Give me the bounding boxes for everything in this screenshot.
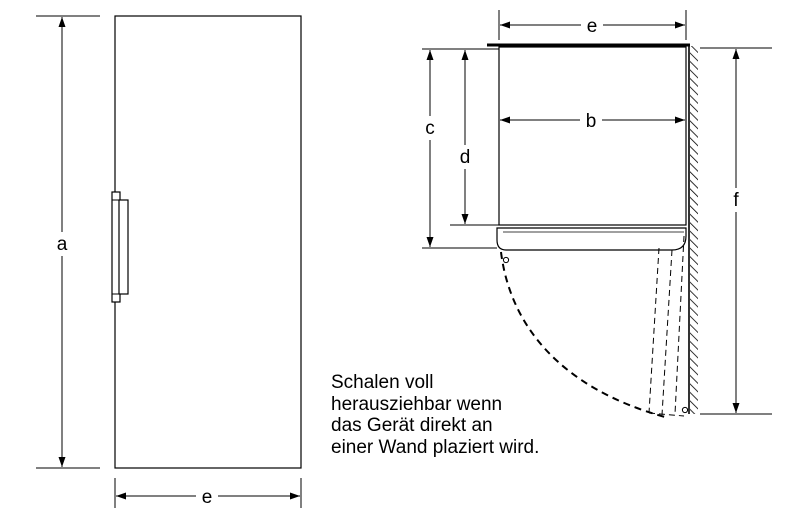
note-line-4: einer Wand plaziert wird. [331, 436, 540, 458]
note-line-1: Schalen voll [331, 372, 434, 393]
door-handle [111, 191, 129, 303]
door-swing-arc [500, 251, 666, 418]
note-line-3: das Gerät direkt an [331, 415, 493, 436]
dimension-label-e-top: e [587, 16, 598, 37]
dimension-label-f: f [733, 190, 739, 211]
label-bg-c [420, 116, 440, 140]
wall-hatching [690, 46, 698, 414]
hinge-pivot-left [502, 256, 510, 264]
door-open-position [648, 235, 685, 417]
dimension-label-b: b [586, 111, 597, 132]
appliance-front [114, 15, 302, 469]
label-bg-e-front [196, 484, 218, 508]
front-view: a e [36, 15, 302, 508]
label-bg-e-top [581, 13, 603, 37]
cabinet-top-view [498, 46, 687, 226]
note-line-2: herausziehbar wenn [331, 393, 503, 415]
label-bg-f [727, 188, 745, 212]
label-bg-d [455, 145, 475, 169]
label-bg-b [580, 108, 602, 132]
door-closed [496, 227, 687, 251]
dimension-label-d: d [460, 147, 471, 168]
dimension-label-c: c [425, 118, 435, 139]
shelf-note: Schalen voll herausziehbar wenn das Gerä… [331, 372, 539, 458]
label-bg-a [52, 232, 72, 256]
top-view: e b c [420, 10, 772, 418]
dimension-label-a: a [57, 234, 68, 255]
dimension-label-e-front: e [202, 487, 213, 508]
hinge-pivot-right [681, 406, 689, 414]
